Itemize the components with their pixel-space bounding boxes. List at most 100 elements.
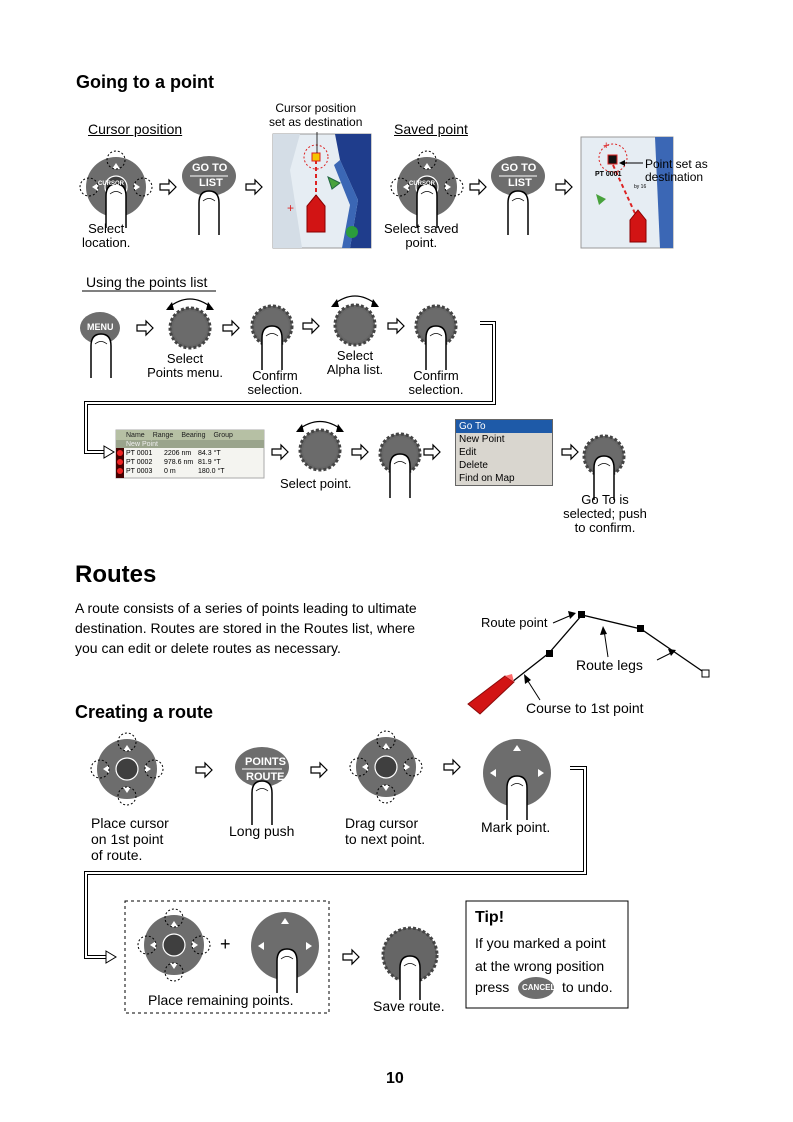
- arrow-icon: [423, 444, 441, 460]
- arrow-icon: [302, 318, 320, 334]
- arrow-icon: [195, 762, 213, 778]
- table-cell: 180.0 °T: [198, 468, 225, 475]
- finger-icon: [506, 775, 528, 821]
- menu-item-goto[interactable]: Go To: [456, 420, 552, 433]
- cursor-pad-icon: [350, 731, 422, 803]
- arrow-icon: [443, 759, 461, 775]
- rotary-knob-icon: [333, 303, 377, 347]
- menu-key-icon: [80, 312, 120, 344]
- step4-caption: Confirm selection.: [408, 368, 464, 397]
- goto-key-text: GO TO: [501, 162, 537, 174]
- cancel-key-text: CANCEL: [522, 983, 556, 992]
- finger-icon: [198, 190, 220, 236]
- chart-screenshot-saved: +: [580, 136, 674, 249]
- finger-icon: [399, 955, 421, 1001]
- long-push-caption: Long push: [229, 823, 295, 839]
- svg-text:+: +: [287, 201, 294, 215]
- table-cell: PT 0003: [126, 468, 153, 475]
- table-cell: PT 0002: [126, 459, 153, 466]
- going-heading: Going to a point: [76, 72, 214, 92]
- table-row[interactable]: PT 0002 978.6 nm 81.9 °T: [126, 459, 221, 467]
- arrow-icon: [271, 444, 289, 460]
- points-list-label: Using the points list: [86, 274, 208, 290]
- cancel-key-icon: [518, 977, 554, 999]
- finger-icon: [251, 780, 273, 826]
- select-point-caption: Select point.: [280, 476, 352, 491]
- point-set-pointer: [619, 160, 643, 166]
- course-first-label: Course to 1st point: [526, 700, 644, 716]
- routes-heading: Routes: [75, 561, 157, 588]
- menu-item-edit[interactable]: Edit: [459, 447, 477, 458]
- context-menu: Go To New Point Edit Delete Find on Map: [455, 419, 553, 486]
- table-cell: 978.6 nm: [164, 459, 194, 466]
- tip-body: If you marked a point at the wrong posit…: [475, 932, 606, 978]
- table-cell: PT 0001: [126, 450, 153, 457]
- finger-icon: [261, 325, 283, 371]
- table-row[interactable]: PT 0003 0 m 180.0 °T: [126, 468, 225, 476]
- arrow-icon: [222, 320, 240, 336]
- table-cell: 0 m: [164, 468, 176, 475]
- tip-press: press: [475, 979, 510, 995]
- intro-line: you can edit or delete routes as necessa…: [75, 640, 341, 656]
- finger-icon: [276, 948, 298, 994]
- drag-cursor-caption: Drag cursor to next point.: [345, 815, 426, 847]
- rotate-arrow: [167, 298, 213, 309]
- place-remaining-caption: Place remaining points.: [148, 992, 294, 1008]
- dashed-group-box: [124, 900, 330, 1014]
- select-saved-caption: Select saved point.: [384, 221, 459, 250]
- menu-item-find-on-map[interactable]: Find on Map: [459, 473, 515, 484]
- tip-line: If you marked a point: [475, 935, 606, 951]
- points-key-text: POINTS: [245, 756, 286, 768]
- select-location-caption: Select location.: [82, 221, 131, 250]
- tip-title: Tip!: [475, 909, 505, 926]
- finger-icon: [507, 190, 529, 236]
- intro-line: destination. Routes are stored in the Ro…: [75, 620, 416, 636]
- cursor-key-text: CURSOR: [409, 181, 436, 187]
- table-header: Bearing: [181, 432, 206, 439]
- menu-key-text: MENU: [87, 322, 114, 332]
- arrow-icon: [342, 949, 360, 965]
- points-route-key-icon: [235, 747, 289, 787]
- table-cell: 81.9 °T: [198, 459, 221, 466]
- route-point-label: Route point: [481, 615, 548, 630]
- cursor-position-label: Cursor position: [88, 121, 183, 137]
- rotary-knob-icon: [298, 428, 342, 472]
- table-header: Range: [152, 432, 174, 439]
- list-key-text: LIST: [508, 177, 532, 189]
- step2-caption: Confirm selection.: [247, 368, 303, 397]
- saved-point-label: Saved point: [394, 121, 468, 137]
- goto-list-key-icon: [182, 156, 236, 196]
- arrow-icon: [351, 444, 369, 460]
- arrow-icon: [469, 179, 487, 195]
- table-row[interactable]: PT 0001 2206 nm 84.3 °T: [126, 450, 221, 458]
- arrow-icon: [245, 179, 263, 195]
- cursor-pad-mark-icon: [483, 739, 551, 807]
- arrow-icon: [555, 179, 573, 195]
- table-cell: 84.3 °T: [198, 450, 221, 457]
- menu-item-new-point[interactable]: New Point: [459, 434, 505, 445]
- route-legs-label: Route legs: [576, 657, 643, 673]
- menu-item-delete[interactable]: Delete: [459, 460, 488, 471]
- mark-point-caption: Mark point.: [481, 819, 551, 835]
- goto-key-text: GO TO: [192, 162, 228, 174]
- table-subheader: New Point: [126, 441, 158, 448]
- svg-text:+: +: [603, 140, 609, 152]
- cursor-pad-icon: [91, 733, 163, 805]
- list-key-text: LIST: [199, 177, 223, 189]
- points-table-panel: [115, 429, 265, 479]
- finger-icon: [425, 325, 447, 371]
- cursor-pad-icon: [138, 909, 210, 981]
- arrow-icon: [159, 179, 177, 195]
- arrow-icon: [310, 762, 328, 778]
- table-cell: 2206 nm: [164, 450, 192, 457]
- route-diagram: [467, 611, 710, 715]
- tip-line: at the wrong position: [475, 958, 605, 974]
- goto-selected-caption: Go To is selected; push to confirm.: [563, 492, 647, 535]
- table-header-row: Name Range Bearing Group: [126, 432, 264, 440]
- intro-line: A route consists of a series of points l…: [75, 600, 417, 616]
- chart-screenshot-cursor: +: [272, 133, 372, 249]
- arrow-icon: [387, 318, 405, 334]
- table-header: Name: [126, 432, 145, 439]
- finger-icon: [90, 333, 112, 379]
